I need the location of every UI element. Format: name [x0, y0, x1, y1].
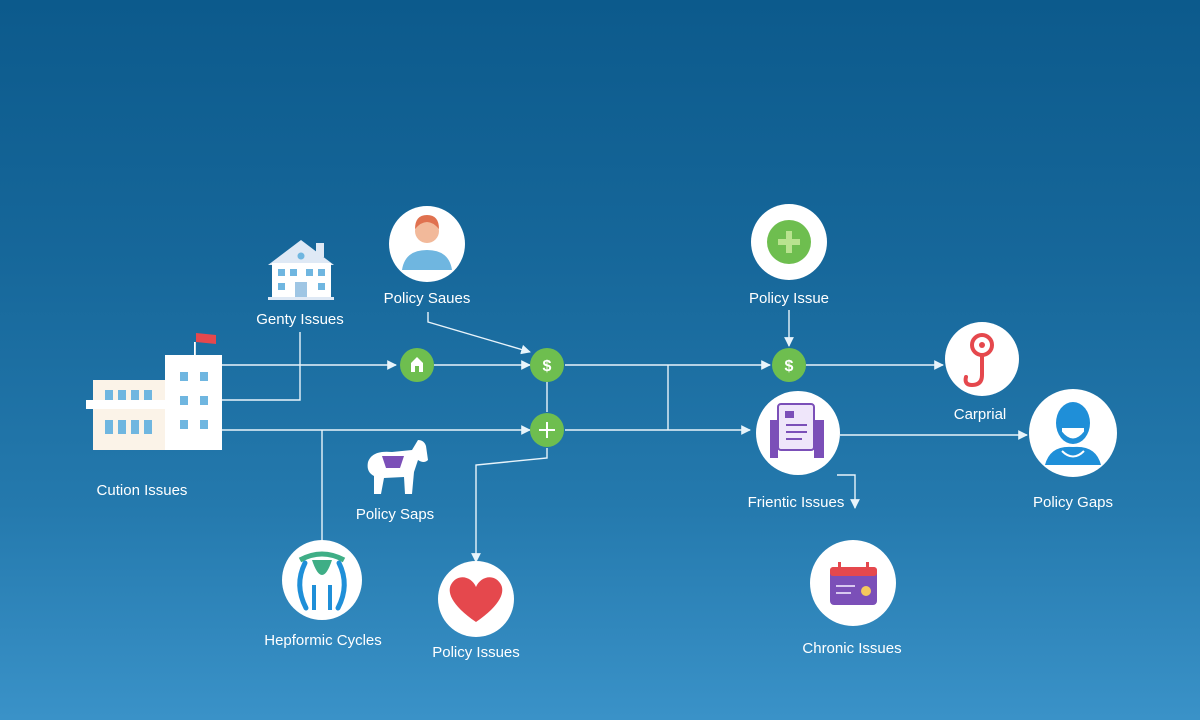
junction-dollar-node[interactable]: $ — [530, 348, 564, 382]
label-policy-gaps: Policy Gaps — [1032, 494, 1114, 511]
label-policy-issues: Policy Issues — [432, 644, 520, 661]
label-policy-saues: Policy Saues — [383, 290, 471, 307]
connector-document-to-chronic — [837, 474, 860, 509]
document-hands-icon[interactable] — [756, 391, 840, 475]
stethoscope-icon[interactable] — [945, 322, 1019, 396]
connectors — [222, 310, 1028, 563]
junction-dollar-node-right[interactable]: $ — [772, 348, 806, 382]
label-genty-issues: Genty Issues — [256, 311, 344, 328]
label-chronic-issues: Chronic Issues — [802, 640, 902, 657]
person-avatar-icon[interactable] — [389, 206, 465, 282]
connector-genty-to-building — [222, 332, 301, 401]
hospital-building-icon — [86, 333, 222, 450]
svg-text:$: $ — [785, 358, 794, 375]
heart-icon[interactable] — [438, 561, 514, 637]
svg-text:$: $ — [543, 358, 552, 375]
junction-plus-node[interactable] — [530, 413, 564, 447]
connector-plus-to-policy-issues — [471, 448, 548, 563]
junction-home-node[interactable] — [400, 348, 434, 382]
label-hepformic-cycles: Hepformic Cycles — [264, 632, 382, 649]
patient-mask-icon[interactable] — [1029, 389, 1117, 477]
horse-icon — [367, 440, 428, 494]
label-carprial: Carprial — [953, 406, 1007, 423]
calendar-card-icon[interactable] — [810, 540, 896, 626]
label-cution-issues: Cution Issues — [96, 482, 188, 499]
connector-saues-to-dollar — [427, 312, 531, 355]
label-policy-issue: Policy Issue — [748, 290, 830, 307]
label-frientic-issues: Frientic Issues — [747, 494, 845, 511]
label-policy-saps: Policy Saps — [355, 506, 435, 523]
house-icon — [268, 240, 334, 300]
creature-icon[interactable] — [282, 540, 362, 620]
plus-icon[interactable] — [751, 204, 827, 280]
